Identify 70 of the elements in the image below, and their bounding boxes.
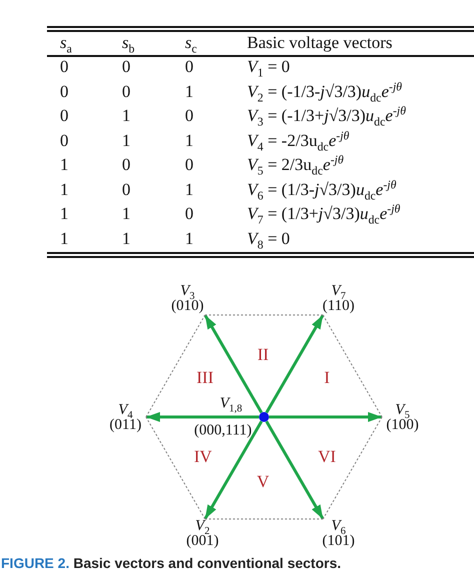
vector-formula: V$_{7}$ = (1/3+j√3/3)u$_{dc}$e$^{-jθ}$ <box>247 204 400 224</box>
vector-formula: V$_{1}$ = 0 <box>247 57 290 77</box>
switch-state: 0 <box>60 130 68 150</box>
switch-state: 1 <box>122 228 130 248</box>
switch-state: 1 <box>122 204 130 224</box>
switch-state: 1 <box>185 180 194 200</box>
sector-numeral: IV <box>194 448 212 466</box>
hexagon-side <box>204 314 324 316</box>
vector-label: V$_{1,8}$ <box>220 396 242 412</box>
figure-caption: FIGURE 2. Basic vectors and conventional sectors. <box>1 555 342 571</box>
sector-numeral: I <box>324 369 330 387</box>
switch-code: (010) <box>171 299 204 314</box>
sector-numeral: VI <box>318 448 336 466</box>
switch-state: 0 <box>122 180 130 200</box>
vector-label: V$_{6}$ <box>331 519 346 534</box>
column-header: s$_{b}$ <box>122 33 135 53</box>
switch-state: 1 <box>60 180 68 200</box>
switch-code: (101) <box>322 534 355 549</box>
sector-numeral: III <box>196 369 214 387</box>
vector-formula: V$_{8}$ = 0 <box>247 228 290 248</box>
switch-state: 1 <box>122 106 130 126</box>
switch-state: 0 <box>122 57 130 77</box>
vector-arrow <box>265 314 324 414</box>
vector-label: V$_{7}$ <box>331 284 346 299</box>
vector-label: V$_{2}$ <box>195 519 210 534</box>
vector-formula: V$_{6}$ = (1/3-j√3/3)u$_{dc}$e$^{-jθ}$ <box>247 180 396 200</box>
switch-state: 0 <box>185 155 194 175</box>
switch-code: (110) <box>322 299 354 314</box>
switch-state: 0 <box>185 57 194 77</box>
vector-arrow <box>204 314 263 414</box>
hexagon-side <box>322 416 382 520</box>
vector-formula: V$_{2}$ = (-1/3-j√3/3)u$_{dc}$e$^{-jθ}$ <box>247 82 402 102</box>
switch-code: (000,111) <box>194 424 252 438</box>
column-header: s$_{a}$ <box>60 33 72 53</box>
switch-state: 0 <box>60 82 68 102</box>
vector-formula: V$_{5}$ = 2/3u$_{dc}$e$^{-jθ}$ <box>247 155 344 175</box>
switch-state: 1 <box>185 228 194 248</box>
vector-arrow <box>265 420 324 520</box>
hexagon-side <box>204 518 324 520</box>
vector-arrow <box>269 412 382 422</box>
sector-numeral: V <box>256 473 270 491</box>
switch-state: 1 <box>60 204 68 224</box>
switch-code: (100) <box>386 418 419 433</box>
vector-label: V$_{5}$ <box>395 403 410 418</box>
switch-state: 1 <box>185 130 194 150</box>
switch-state: 1 <box>60 155 68 175</box>
switch-state: 0 <box>60 57 68 77</box>
switch-state: 1 <box>185 82 194 102</box>
hexagon-side <box>146 314 206 418</box>
switch-state: 1 <box>122 130 130 150</box>
switch-code: (001) <box>186 534 219 549</box>
switch-state: 0 <box>122 155 130 175</box>
vector-label: V$_{4}$ <box>118 403 133 418</box>
hexagon-side <box>322 314 382 418</box>
vector-arrow <box>146 412 259 422</box>
column-header: s$_{c}$ <box>185 33 197 53</box>
switch-state: 0 <box>122 82 130 102</box>
switch-code: (011) <box>110 418 142 433</box>
origin-dot <box>259 412 269 422</box>
switch-state: 0 <box>185 106 194 126</box>
vector-arrow <box>204 420 263 520</box>
switch-state: 1 <box>60 228 68 248</box>
switch-state: 0 <box>60 106 68 126</box>
vector-formula: V$_{4}$ = -2/3u$_{dc}$e$^{-jθ}$ <box>247 130 350 150</box>
vector-label: V$_{3}$ <box>180 284 195 299</box>
vector-formula: V$_{3}$ = (-1/3+j√3/3)u$_{dc}$e$^{-jθ}$ <box>247 106 406 126</box>
sector-numeral: II <box>257 346 269 364</box>
switch-state: 0 <box>185 204 194 224</box>
hexagon-side <box>146 416 206 520</box>
column-header: Basic voltage vectors <box>247 33 392 53</box>
